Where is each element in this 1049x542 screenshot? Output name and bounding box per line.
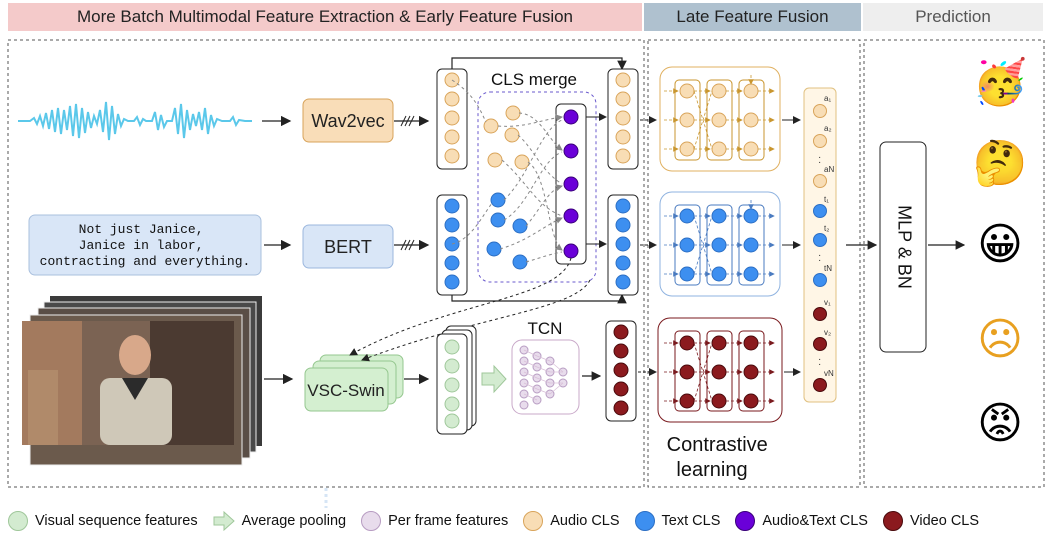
- late-text-block: [659, 191, 781, 297]
- legend-average-pooling: Average pooling: [213, 511, 347, 531]
- audio-waveform: [18, 101, 252, 141]
- svg-text:·: ·: [818, 354, 821, 365]
- legend-label: Visual sequence features: [35, 513, 198, 529]
- legend-per-frame-icon: [361, 511, 382, 531]
- legend-label: Text CLS: [661, 513, 721, 529]
- legend-visual-sequence-features: Visual sequence features: [8, 511, 198, 531]
- video-cls-nodes: [613, 324, 629, 416]
- late-fusion-frame: [647, 39, 861, 488]
- svg-text:·: ·: [818, 255, 821, 266]
- cls-merge-label: CLS merge: [491, 70, 577, 89]
- early-fusion-frame: [7, 39, 645, 488]
- text-line-2: Janice in labor,: [79, 238, 204, 253]
- tcn-label: TCN: [528, 319, 563, 338]
- late-audio-block: [659, 66, 781, 172]
- label-t1: t₁: [824, 195, 829, 204]
- concat-audio-nodes: [813, 104, 827, 188]
- cls-merge-region: [477, 91, 597, 283]
- label-vN: vN: [824, 369, 834, 378]
- legend-text-cls-icon: [634, 511, 655, 531]
- legend-visual-sequence-icon: [8, 511, 28, 531]
- mlp-bn-box: [879, 141, 927, 353]
- svg-text:Contrastive learning: Contrastive learning: [667, 434, 774, 481]
- legend-label: Per frame features: [388, 513, 509, 529]
- text-line-1: Not just Janice,: [79, 222, 204, 237]
- average-pooling-arrow: [481, 364, 507, 394]
- grinning-face-icon: 😀: [977, 219, 1023, 270]
- legend-per-frame-features: Per frame features: [361, 511, 508, 531]
- legend-label: Average pooling: [241, 513, 347, 529]
- label-a2: a₂: [824, 124, 832, 133]
- label-t2: t₂: [824, 224, 829, 233]
- legend-average-pooling-icon: [213, 511, 235, 531]
- legend-label: Audio CLS: [550, 513, 620, 529]
- legend-audiotext-cls: Audio&Text CLS: [735, 511, 868, 531]
- prediction-frame: [863, 39, 1045, 488]
- text-feature-nodes: [444, 198, 460, 290]
- cls-merge-audio-nodes: [483, 105, 530, 170]
- svg-text:·: ·: [818, 152, 821, 163]
- label-tN: tN: [824, 264, 832, 273]
- label-a1: a₁: [824, 94, 831, 103]
- legend-video-cls: Video CLS: [882, 511, 980, 531]
- cls-merge-text-nodes: [486, 192, 528, 270]
- audiotext-cls-nodes: [563, 109, 579, 259]
- header-prediction: Prediction: [863, 3, 1043, 31]
- tcn-block: [511, 339, 580, 415]
- wav2vec-encoder-box: [302, 98, 394, 143]
- header-late-fusion: Late Feature Fusion: [644, 3, 861, 31]
- label-aN: aN: [824, 165, 834, 174]
- legend-audiotext-cls-icon: [735, 511, 756, 531]
- merged-audio-nodes: [615, 72, 631, 164]
- legend-text-cls: Text CLS: [634, 511, 721, 531]
- legend: Visual sequence features Average pooling…: [8, 511, 987, 531]
- legend-audio-cls: Audio CLS: [523, 511, 620, 531]
- merged-text-nodes: [615, 198, 631, 290]
- concat-video-nodes: [813, 307, 827, 392]
- visual-sequence-nodes: [444, 339, 460, 429]
- text-line-3: contracting and everything.: [40, 254, 251, 269]
- contrastive-label-line2: learning: [676, 459, 747, 481]
- wav2vec-label: Wav2vec: [311, 111, 384, 131]
- header-early-fusion: More Batch Multimodal Feature Extraction…: [8, 3, 642, 31]
- svg-text:·: ·: [818, 359, 821, 370]
- late-video-block: [657, 317, 783, 423]
- svg-text:Not just Janice, Janice in: Not just Janice, Janice in labor, contra…: [40, 222, 251, 269]
- svg-text:·: ·: [818, 250, 821, 261]
- label-v2: v₂: [824, 328, 831, 337]
- text-input-box: [28, 214, 262, 276]
- party-face-icon: 🥳: [972, 57, 1028, 108]
- legend-label: Audio&Text CLS: [762, 513, 868, 529]
- angry-face-icon: 😡: [977, 398, 1023, 449]
- vsc-swin-encoder: [304, 354, 404, 412]
- frowning-face-icon: ☹: [977, 314, 1023, 365]
- label-v1: v₁: [824, 298, 831, 307]
- mlp-bn-label: MLP & BN: [894, 205, 914, 289]
- audio-feature-nodes: [444, 72, 460, 164]
- thinking-face-icon: 🤔: [972, 138, 1028, 189]
- vsc-swin-label: VSC-Swin: [307, 381, 384, 400]
- bert-encoder-box: [302, 224, 394, 269]
- bert-label: BERT: [324, 237, 372, 257]
- video-frames-stack: [22, 296, 262, 466]
- legend-label: Video CLS: [909, 513, 980, 529]
- concat-text-nodes: [813, 204, 827, 287]
- legend-video-cls-icon: [882, 511, 903, 531]
- legend-audio-cls-icon: [523, 511, 544, 531]
- contrastive-label-line1: Contrastive: [667, 434, 768, 456]
- svg-text:·: ·: [818, 157, 821, 168]
